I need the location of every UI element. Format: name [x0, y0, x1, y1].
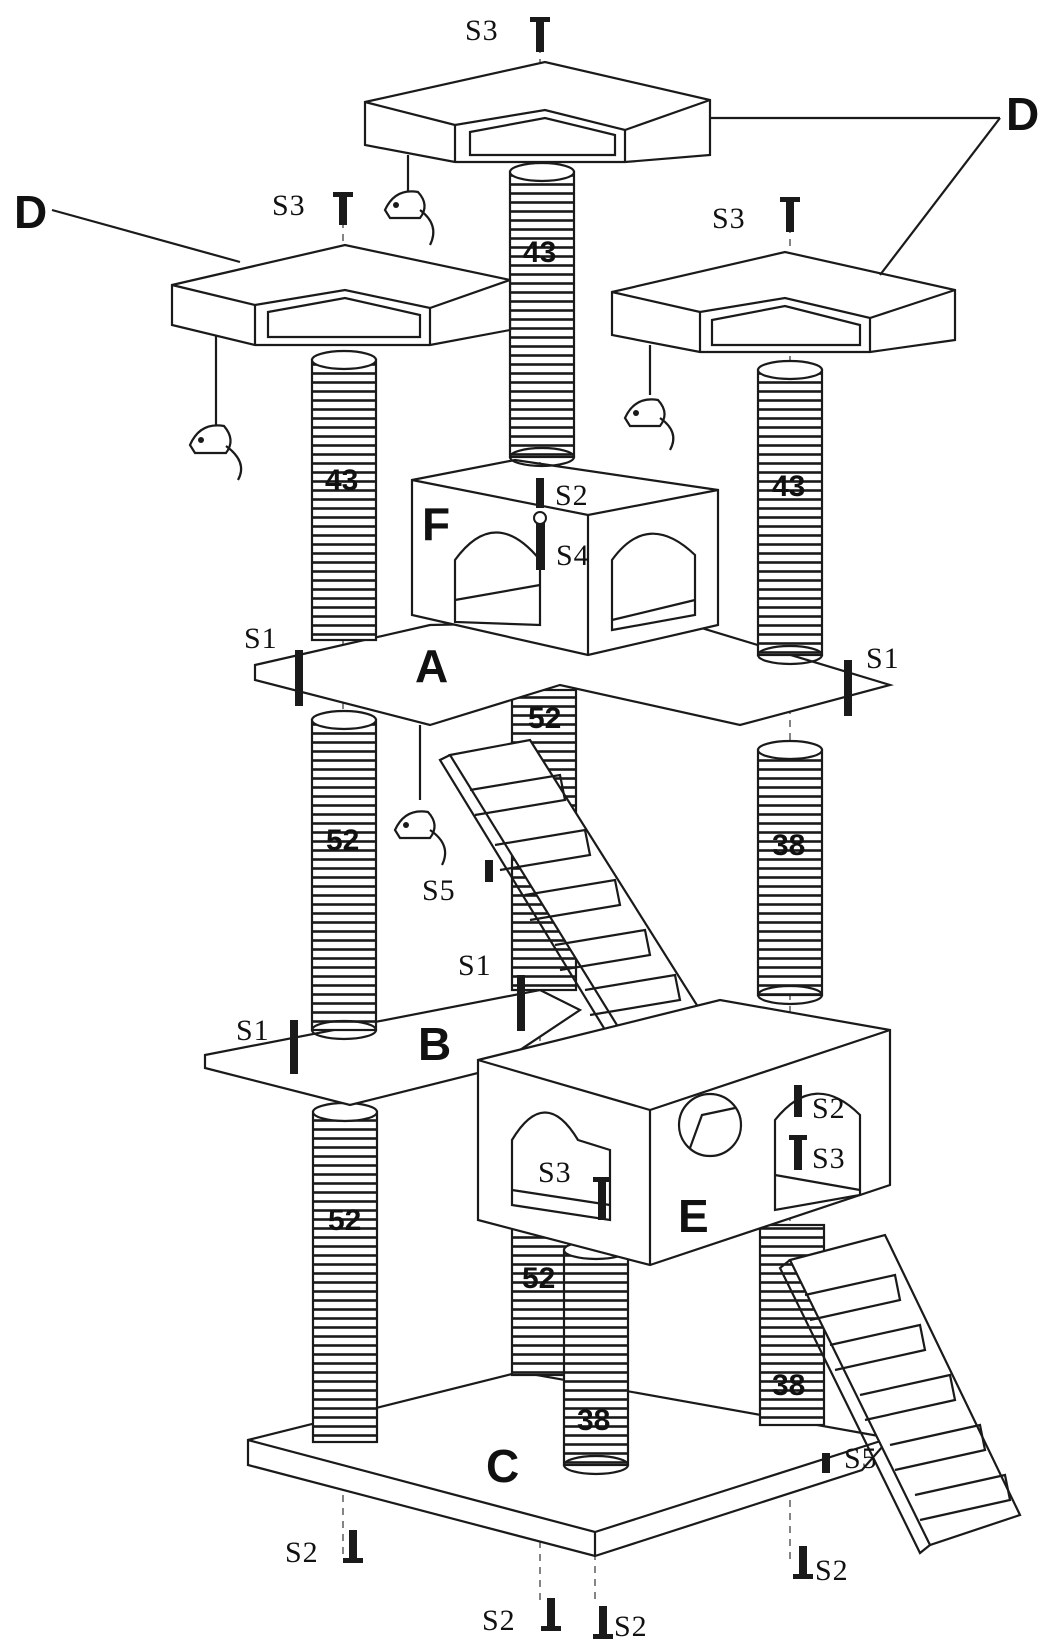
label-s3-left: S3: [272, 189, 306, 222]
label-s5-lower: S5: [844, 1442, 878, 1475]
post-mid-right: [756, 739, 824, 1006]
screw-s2-condo-f-icon: [536, 478, 544, 508]
label-perch-d-left: D: [14, 186, 47, 238]
post-label-low-center: 52: [522, 1262, 555, 1295]
screw-s2-base-front-icon: [593, 1606, 613, 1639]
label-s3-condo-e-right: S3: [812, 1142, 846, 1175]
perch-top-center: [363, 60, 712, 164]
lower-ladder: [778, 1233, 1022, 1555]
post-label-mid-left: 52: [326, 824, 359, 857]
screw-s3-condo-e-left-icon: [593, 1177, 611, 1220]
label-base-c: C: [486, 1440, 519, 1492]
label-s1-left-low: S1: [236, 1014, 270, 1047]
label-s1-right-top: S1: [866, 642, 900, 675]
label-s2-base-center: S2: [482, 1604, 516, 1637]
label-platform-a: A: [415, 640, 448, 692]
screw-s2-base-center-icon: [541, 1598, 561, 1631]
mouse-toy-left-icon: [188, 335, 243, 481]
post-top-right: [756, 359, 824, 666]
mouse-toy-top-icon: [383, 155, 435, 246]
post-top-center: [508, 161, 576, 468]
label-s2-condo-f: S2: [555, 479, 589, 512]
label-s2-base-right: S2: [815, 1554, 849, 1587]
post-label-mid-center: 52: [528, 702, 561, 735]
label-s1-left-top: S1: [244, 622, 278, 655]
screw-s1-right-top-icon: [844, 660, 852, 716]
condo-f: [410, 458, 720, 657]
label-platform-b: B: [418, 1018, 451, 1070]
post-low-front: [562, 1239, 630, 1476]
label-s5-upper: S5: [422, 874, 456, 907]
leader-lines-d: [51, 116, 1001, 276]
screw-s1-left-top-icon: [295, 650, 303, 706]
label-s3-right: S3: [712, 202, 746, 235]
label-s1-center: S1: [458, 949, 492, 982]
screw-s2-base-left-icon: [343, 1530, 363, 1563]
label-perch-d-right: D: [1006, 88, 1039, 140]
screw-s3-top-icon: [530, 17, 550, 52]
label-s3-top: S3: [465, 14, 499, 47]
mouse-toy-right-icon: [623, 345, 675, 451]
post-low-left: [311, 1101, 379, 1444]
post-label-mid-right: 38: [772, 829, 805, 862]
mouse-toy-middle-icon: [393, 725, 447, 866]
post-label-top-right: 43: [772, 470, 805, 503]
post-label-top-left: 43: [325, 464, 358, 497]
label-condo-f: F: [422, 498, 450, 550]
post-label-low-front: 38: [577, 1404, 610, 1437]
screw-s3-left-icon: [333, 192, 353, 225]
perch-right: [610, 250, 957, 354]
post-top-left: [310, 349, 378, 642]
label-s4: S4: [556, 539, 590, 572]
post-label-low-right: 38: [772, 1369, 805, 1402]
screw-s3-condo-e-right-icon: [789, 1135, 807, 1170]
label-s2-base-left: S2: [285, 1536, 319, 1569]
screw-s1-left-low-icon: [290, 1020, 298, 1074]
label-s2-condo-e: S2: [812, 1092, 846, 1125]
condo-e: [476, 998, 892, 1267]
screw-s2-condo-e-icon: [794, 1085, 802, 1117]
screw-s5-lower-icon: [822, 1453, 830, 1473]
screw-s3-right-icon: [780, 197, 800, 232]
post-mid-left: [310, 709, 378, 1041]
screw-s1-center-icon: [517, 975, 525, 1031]
label-condo-e: E: [678, 1190, 709, 1242]
screw-s5-upper-icon: [485, 860, 493, 882]
label-s3-condo-e-left: S3: [538, 1156, 572, 1189]
perch-left: [170, 243, 512, 347]
screw-s4-icon: [533, 511, 547, 570]
post-label-low-left: 52: [328, 1204, 361, 1237]
post-label-top-center: 43: [523, 236, 556, 269]
screw-s2-base-right-icon: [793, 1546, 813, 1579]
label-s2-base-front: S2: [614, 1610, 648, 1643]
